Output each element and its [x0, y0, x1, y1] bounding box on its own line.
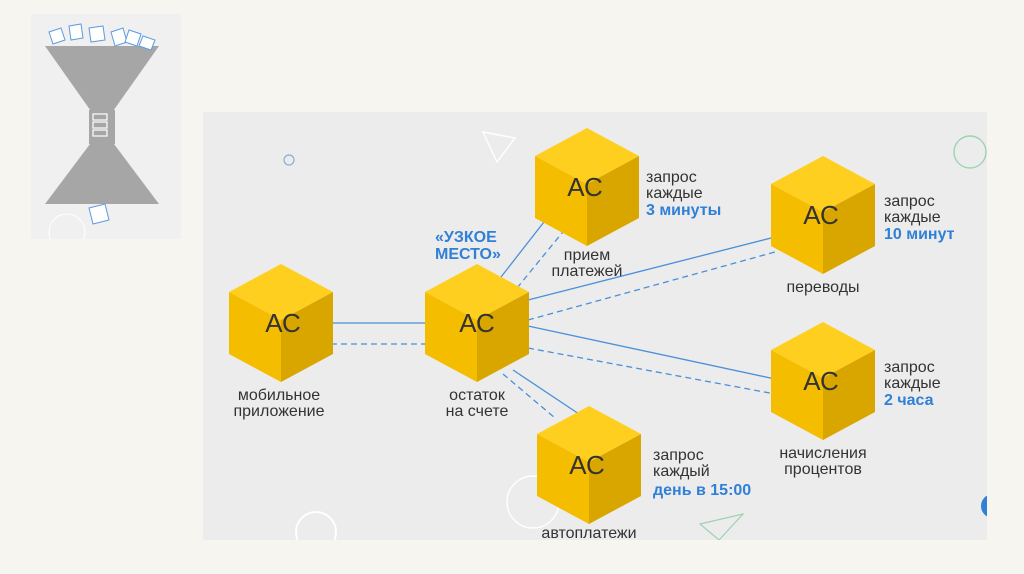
note-interest-line-1: запрос [884, 359, 935, 376]
caption-payments-line-2: платежей [552, 263, 623, 280]
cube-label-mobile: АС [265, 308, 301, 338]
cube-autopay: АС [537, 406, 641, 524]
note-autopay-line-1: запрос [653, 447, 704, 464]
funnel-bottom-shape [45, 140, 159, 204]
link-balance-transfers-dashed [527, 251, 776, 321]
link-balance-autopay-solid [512, 369, 580, 415]
caption-mobile-line-1: мобильное [238, 387, 320, 404]
funnel-top-shape [45, 46, 159, 114]
note-interest-line-2: каждые [884, 375, 941, 392]
note-transfers-line-2: каждые [884, 209, 941, 226]
note-payments-highlight: 3 минуты [646, 202, 721, 219]
note-payments-line-1: запрос [646, 169, 697, 186]
cube-transfers: АС [771, 156, 875, 274]
server-icon [92, 113, 108, 137]
link-balance-payments-dashed [516, 221, 572, 289]
bottleneck-label-line-1: «УЗКОЕ [435, 229, 497, 246]
note-payments-line-2: каждые [646, 185, 703, 202]
note-autopay-highlight: день в 15:00 [653, 482, 751, 499]
caption-interest-line-2: процентов [784, 461, 862, 478]
cube-label-payments: АС [567, 172, 603, 202]
cube-label-balance: АС [459, 308, 495, 338]
link-balance-transfers-solid [527, 236, 776, 301]
note-autopay-line-2: каждый [653, 463, 710, 480]
node-captions: мобильное приложение остаток на счете пр… [233, 247, 866, 540]
caption-payments-line-1: прием [564, 247, 610, 264]
cube-mobile: АС [229, 264, 333, 382]
note-transfers-highlight: 10 минут [884, 226, 955, 243]
document-icon [88, 203, 110, 225]
caption-balance-line-2: на счете [446, 403, 509, 420]
cube-payments: АС [535, 128, 639, 246]
caption-transfers-line-1: переводы [786, 279, 859, 296]
caption-balance-line-1: остаток [449, 387, 506, 404]
cube-label-transfers: АС [803, 200, 839, 230]
cube-interest: АС [771, 322, 875, 440]
cube-label-autopay: АС [569, 450, 605, 480]
decorative-circle [48, 213, 86, 239]
note-transfers-line-1: запрос [884, 193, 935, 210]
link-balance-interest-dashed [527, 347, 776, 395]
link-balance-autopay-dashed [502, 373, 556, 419]
bottleneck-label: «УЗКОЕ МЕСТО» [435, 229, 501, 263]
note-interest-highlight: 2 часа [884, 392, 934, 409]
link-balance-interest-solid [527, 325, 776, 380]
caption-mobile-line-2: приложение [233, 403, 324, 420]
network-diagram: АС АС АС АС АС АС «УЗКОЕ МЕСТО» [203, 112, 987, 540]
bottleneck-label-line-2: МЕСТО» [435, 246, 501, 263]
funnel-thumbnail [31, 14, 181, 239]
cube-label-interest: АС [803, 366, 839, 396]
cube-balance: АС [425, 264, 529, 382]
caption-interest-line-1: начисления [779, 445, 866, 462]
document-icon [48, 23, 156, 51]
caption-autopay-line-1: автоплатежи [541, 525, 636, 540]
request-notes: запрос каждые 3 минуты запрос каждые 10 … [646, 169, 955, 499]
